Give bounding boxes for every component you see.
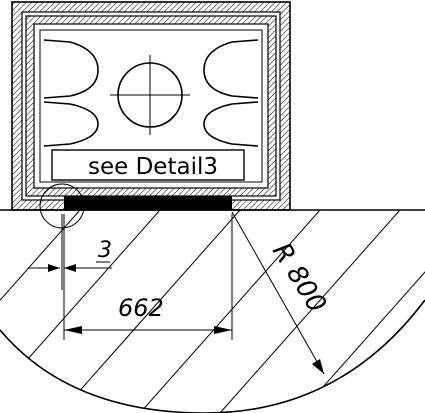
width-dimension: 662: [63, 214, 233, 340]
offset-arrow-right: [64, 264, 76, 272]
detail-label: see Detail3: [88, 154, 218, 180]
radius-arrow: [312, 359, 324, 374]
contact-plate: [64, 196, 232, 210]
radius-leader: [231, 211, 325, 375]
offset-value: 3: [98, 238, 112, 263]
ground-hatching: [0, 210, 425, 413]
lobe-right-lower: [203, 101, 259, 147]
heating-elements: [43, 39, 259, 147]
width-arrow-left: [64, 326, 82, 334]
width-arrow-right: [214, 326, 232, 334]
lobe-right-upper: [203, 39, 259, 99]
cut-dimension-value: 6: [0, 250, 4, 275]
lobe-left-upper: [43, 39, 99, 99]
lobe-left-lower: [43, 101, 99, 147]
offset-dimension: 3: [28, 214, 112, 290]
radius-value: R 800: [266, 238, 332, 318]
offset-arrow-left: [48, 264, 60, 272]
inner-liner: [39, 29, 263, 183]
center-port: [110, 55, 190, 135]
detail-label-box: [51, 149, 245, 181]
width-value: 662: [118, 294, 164, 322]
